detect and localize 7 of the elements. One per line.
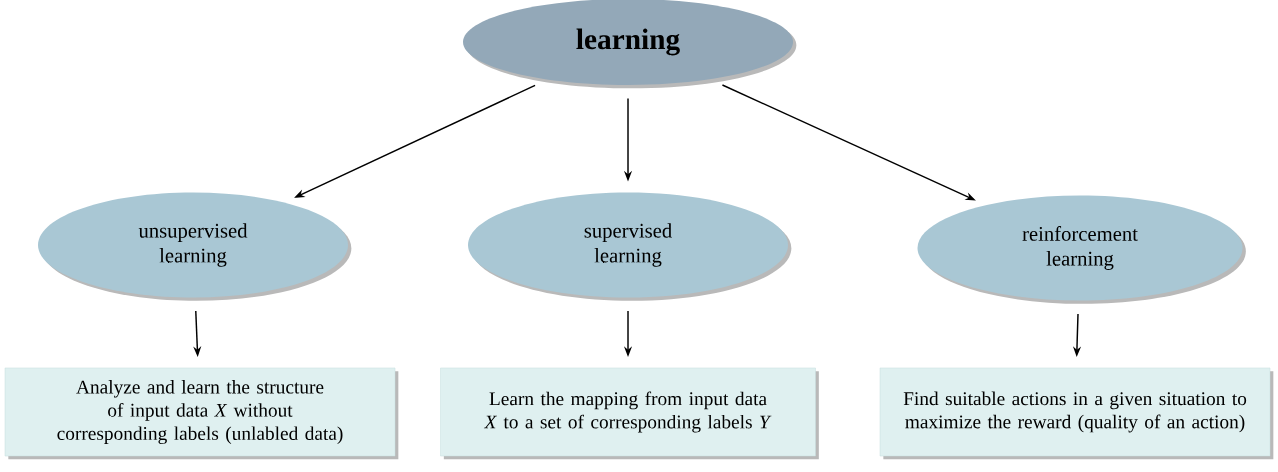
- oval-node: learning: [463, 0, 797, 89]
- oval-node: unsupervised learning: [38, 192, 352, 301]
- oval-node: reinforcement learning: [917, 195, 1246, 304]
- description-box: Find suitable actions in a given situation to maximize the reward (quality of an action): [879, 367, 1274, 460]
- description-box: Analyze and learn the structure of input data X without corresponding labels (unlabled data): [4, 367, 399, 460]
- description-box: Learn the mapping from input data X to a set of corresponding labels Y: [440, 367, 819, 460]
- oval-node: supervised learning: [468, 192, 792, 301]
